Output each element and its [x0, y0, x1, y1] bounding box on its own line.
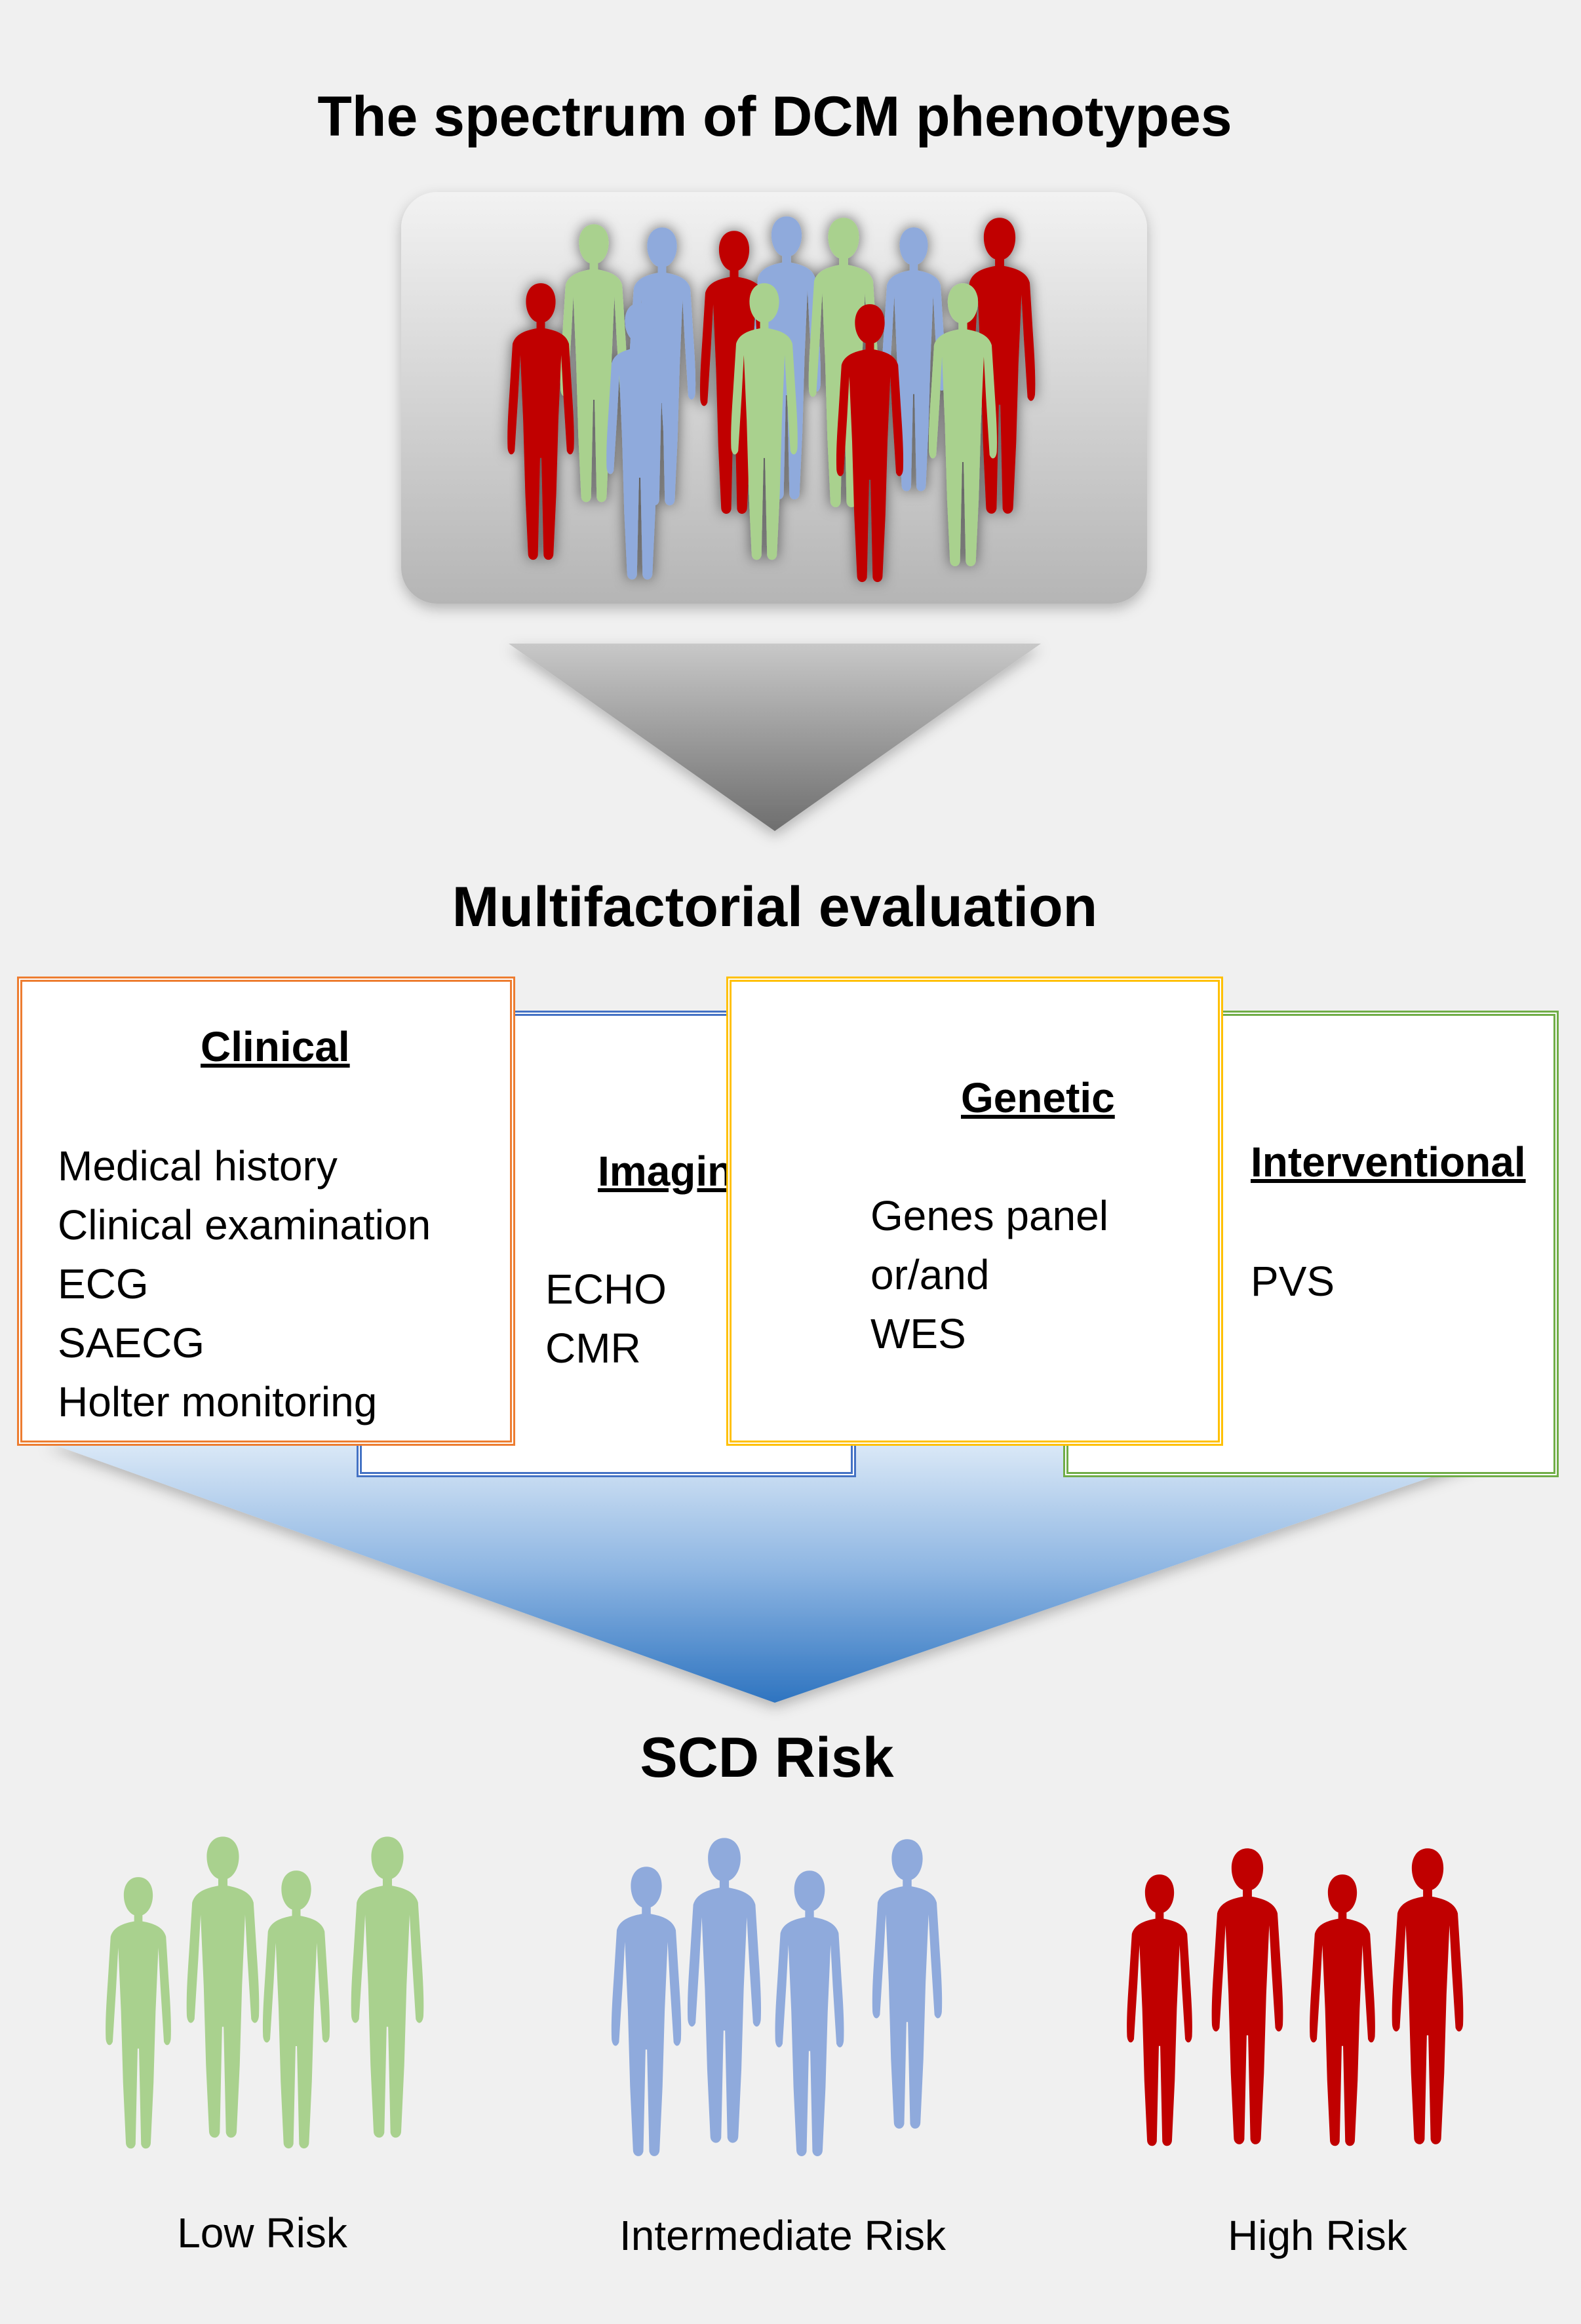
low-risk-label: Low Risk [177, 2209, 347, 2256]
clinical-item: SAECG [58, 1319, 205, 1366]
genetic-item: Genes panel [870, 1192, 1108, 1239]
gray-down-arrow [509, 644, 1041, 831]
genetic-title: Genetic [961, 1074, 1115, 1121]
imaging-items: ECHO CMR [545, 1260, 667, 1378]
imaging-item: ECHO [545, 1266, 667, 1313]
risk-heading: SCD Risk [640, 1726, 894, 1789]
clinical-item: ECG [58, 1260, 149, 1307]
genetic-items: Genes panel or/and WES [870, 1186, 1108, 1363]
clinical-item: Clinical examination [58, 1201, 431, 1249]
high-risk-figures [1127, 1848, 1464, 2146]
intermediate-risk-figures [611, 1838, 943, 2156]
page-title: The spectrum of DCM phenotypes [317, 85, 1232, 148]
clinical-item: Medical history [58, 1142, 338, 1190]
intermediate-risk-label: Intermediate Risk [619, 2212, 946, 2259]
interventional-item: PVS [1251, 1258, 1335, 1305]
imaging-item: CMR [545, 1325, 641, 1372]
clinical-title: Clinical [201, 1023, 350, 1070]
genetic-item: or/and [870, 1251, 990, 1298]
interventional-title: Interventional [1251, 1138, 1526, 1186]
genetic-item: WES [870, 1310, 966, 1357]
high-risk-label: High Risk [1228, 2212, 1407, 2259]
low-risk-figures [106, 1836, 424, 2149]
clinical-items: Medical history Clinical examination ECG… [58, 1136, 431, 1431]
clinical-item: Holter monitoring [58, 1378, 378, 1425]
clinical-box: Clinical Medical history Clinical examin… [17, 977, 515, 1446]
evaluation-heading: Multifactorial evaluation [452, 876, 1098, 939]
genetic-box: Genetic Genes panel or/and WES [726, 977, 1223, 1446]
blue-funnel [46, 1442, 1534, 1703]
interventional-items: PVS [1251, 1252, 1335, 1311]
